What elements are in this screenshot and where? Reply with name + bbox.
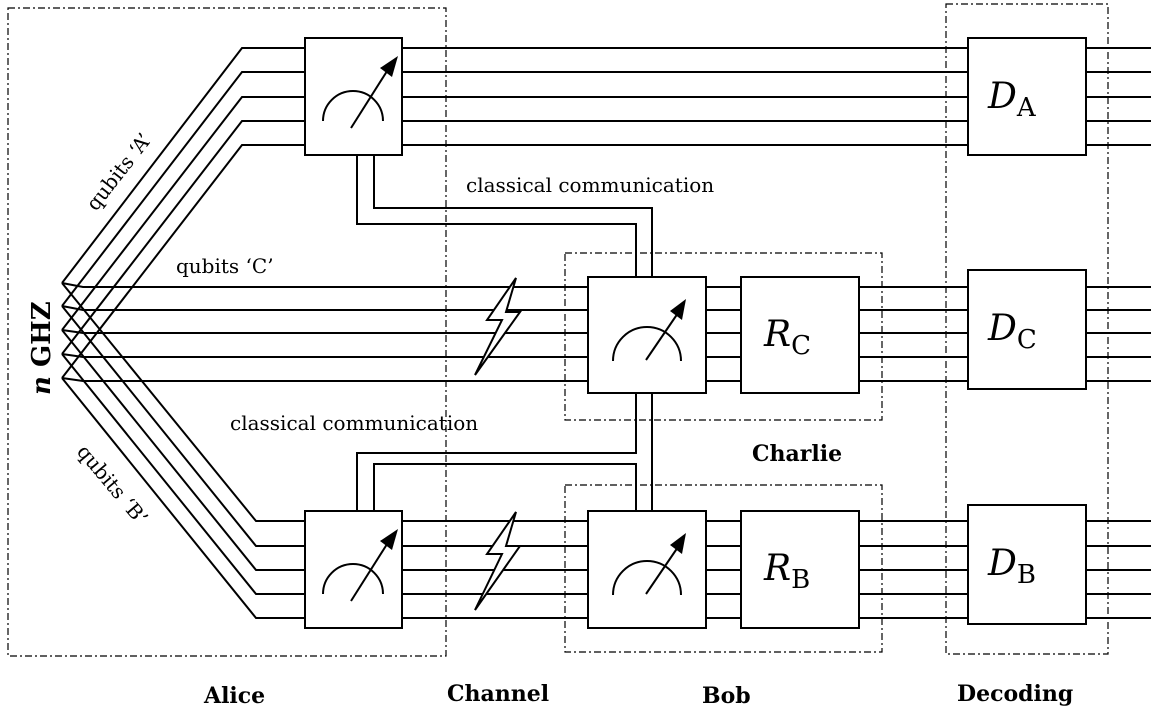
alice-measurement-b: [304, 510, 403, 629]
decoder-b-label: DB: [987, 543, 1036, 590]
decoder-c-box: [967, 269, 1087, 390]
decoder-a-label: DA: [987, 76, 1037, 123]
qubits-c-label: qubits ‘C’: [176, 254, 274, 278]
decoding-label: Decoding: [957, 681, 1073, 707]
wires-a-out: [402, 47, 1151, 146]
classical-wires: [356, 155, 653, 511]
wires-qubits-a: [61, 47, 305, 379]
bob-region-frame: [564, 484, 883, 653]
charlie-measurement: [587, 276, 707, 394]
charlie-region-frame: [564, 252, 883, 421]
wires-qubits-b: [61, 282, 305, 619]
region-frames: [7, 3, 1109, 657]
wires-c-out: [706, 286, 1151, 382]
channel-lightning-icon-c: [474, 277, 522, 376]
bob-label: Bob: [702, 683, 751, 709]
qubits-a-label: qubits ‘A’: [81, 128, 156, 215]
classical-communication-bottom-label: classical communication: [230, 411, 478, 435]
channel-label: Channel: [447, 681, 549, 707]
decoding-region-frame: [945, 3, 1109, 655]
alice-measurement-a: [304, 37, 403, 156]
ghz-source-label: n GHZ: [27, 301, 57, 395]
classical-communication-top-label: classical communication: [466, 173, 714, 197]
meter-needle-icon: [350, 67, 390, 129]
recovery-c-label: RC: [763, 314, 811, 361]
meter-needle-icon: [645, 312, 679, 361]
meter-needle-icon: [645, 546, 679, 595]
decoder-b-box: [967, 504, 1087, 625]
recovery-c-box: [740, 276, 860, 394]
recovery-b-box: [740, 510, 860, 629]
decoder-a-box: [967, 37, 1087, 156]
charlie-label: Charlie: [752, 441, 842, 467]
meter-icon: [322, 563, 384, 595]
meter-icon: [612, 560, 682, 596]
meter-icon: [612, 326, 682, 362]
meter-icon: [322, 90, 384, 122]
alice-label: Alice: [203, 683, 265, 709]
bob-measurement: [587, 510, 707, 629]
qubits-b-label: qubits ‘B’: [72, 440, 153, 530]
meter-needle-icon: [350, 540, 390, 602]
channel-lightning-icon-b: [474, 511, 522, 611]
recovery-b-label: RB: [763, 548, 810, 595]
decoder-c-label: DC: [987, 308, 1037, 355]
